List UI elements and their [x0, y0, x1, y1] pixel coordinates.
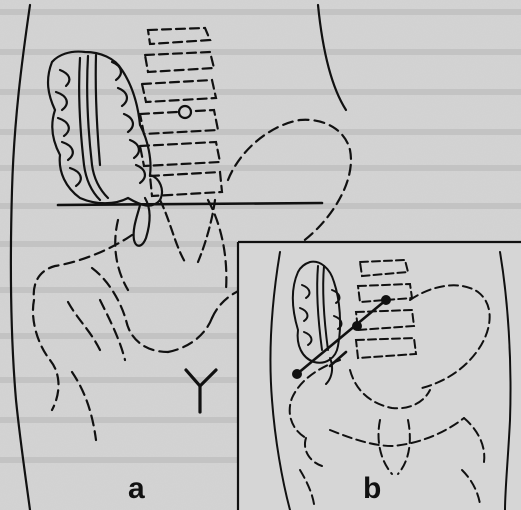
panel-label-b: b — [363, 474, 381, 504]
point-mcburney — [353, 322, 361, 330]
point-umbilicus — [382, 296, 390, 304]
navel-marker — [179, 106, 191, 118]
point-anterior-superior-iliac-spine — [293, 370, 301, 378]
panel-label-a: a — [128, 474, 145, 504]
